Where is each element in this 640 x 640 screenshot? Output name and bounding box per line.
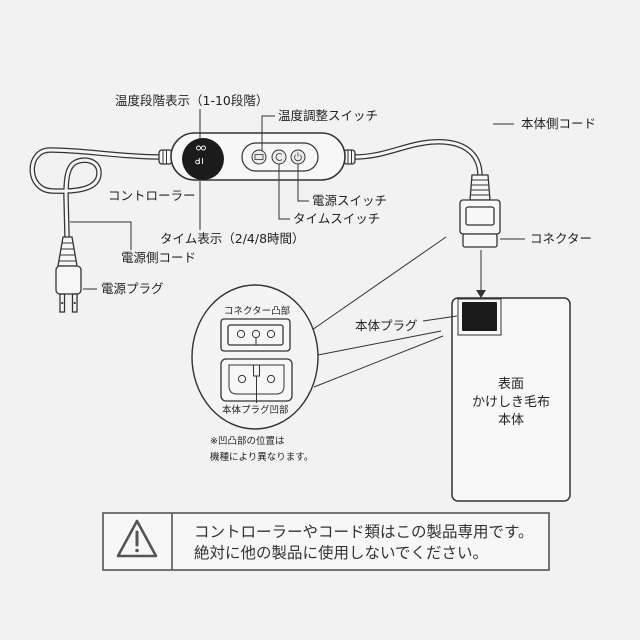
pin-icon (266, 329, 276, 339)
body-text-line: かけしき毛布 (472, 395, 550, 410)
blanket-body: 表面 かけしき毛布 本体 (451, 297, 571, 502)
magnifier-line (311, 236, 447, 331)
connector-slot (465, 206, 495, 226)
power-plug (55, 236, 82, 313)
magnifier-line (313, 335, 444, 388)
body-text-line: 本体 (498, 413, 524, 428)
body-text-line: 表面 (498, 377, 524, 392)
note-line: ※凹凸部の位置は (210, 435, 285, 447)
time-switch-label: タイムスイッチ (293, 211, 380, 226)
controller (158, 132, 356, 181)
detail-inset: コネクター凸部 本体プラグ凹部 (191, 284, 319, 430)
power-switch-label: 電源スイッチ (312, 193, 387, 208)
connector-label: コネクター (530, 231, 592, 246)
body-side-cord-inner (353, 140, 482, 177)
power-plug-label: 電源プラグ (101, 281, 164, 296)
connector-protrusion-label: コネクター凸部 (224, 305, 290, 317)
warning-text-line: コントローラーやコード類はこの製品専用です。 (194, 523, 533, 541)
power-side-cord (29, 147, 161, 238)
body-plug-recess-label: 本体プラグ凹部 (222, 404, 289, 416)
body-plug-label: 本体プラグ (355, 318, 418, 333)
display-readout-icon (195, 145, 206, 165)
time-switch-leader (278, 164, 290, 220)
inset-body-plug-face (228, 364, 285, 395)
power-side-cord-inner (30, 148, 161, 238)
socket-icon (266, 374, 276, 384)
power-side-cord-leader (70, 221, 132, 250)
power-switch-leader (297, 164, 309, 202)
connector-strain-relief (469, 174, 491, 201)
pin-icon (251, 329, 261, 339)
pin-icon (236, 329, 246, 339)
power-side-cord-label: 電源側コード (121, 250, 196, 265)
time-display-label: タイム表示（2/4/8時間） (160, 231, 305, 246)
body-plug (462, 302, 497, 331)
magnifier-line (317, 330, 442, 356)
controller-left-grip (158, 149, 173, 165)
temperature-button-icon (251, 149, 267, 165)
plug-body (55, 265, 82, 295)
blanket-body-outline (451, 297, 571, 502)
note-line: 機種により異なります。 (210, 451, 313, 463)
warning-box-frame (102, 512, 550, 571)
body-side-cord (353, 139, 483, 177)
prong-hole (61, 301, 64, 305)
timer-button-icon (271, 149, 287, 165)
arrow-down-icon (476, 290, 486, 298)
prong-hole (73, 301, 76, 305)
warning-box: コントローラーやコード類はこの製品専用です。 絶対に他の製品に使用しないでくださ… (102, 512, 550, 571)
warning-text-line: 絶対に他の製品に使用しないでください。 (194, 544, 488, 562)
connector-tip (462, 233, 498, 248)
controller-label: コントローラー (108, 188, 196, 203)
power-button-icon (290, 149, 306, 165)
display-dial (182, 138, 224, 180)
socket-icon (237, 374, 247, 384)
body-plug-leader (422, 315, 458, 322)
connector (459, 174, 501, 248)
body-side-cord-label: 本体側コード (521, 116, 596, 131)
temperature-switch-leader (261, 115, 275, 150)
warning-triangle-icon (116, 519, 158, 558)
temperature-display-label: 温度段階表示（1-10段階） (115, 93, 268, 108)
temperature-switch-label: 温度調整スイッチ (278, 108, 378, 123)
